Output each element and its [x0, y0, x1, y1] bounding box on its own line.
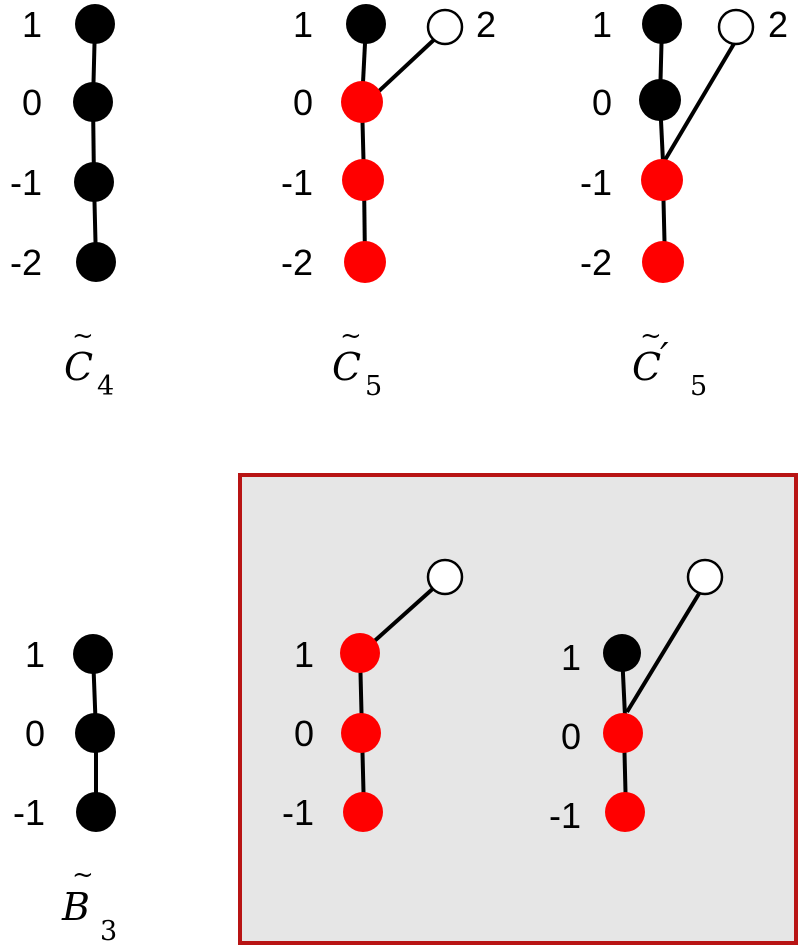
node-red [341, 713, 381, 753]
node-red [341, 81, 383, 123]
node-red [642, 241, 684, 283]
extra-level-label: 2 [476, 4, 496, 45]
node-black [76, 792, 116, 832]
level-label: 1 [561, 637, 581, 678]
level-label: 1 [294, 634, 314, 675]
caption-letter: C [332, 345, 361, 389]
level-label: -1 [281, 162, 313, 203]
level-label: 0 [592, 82, 612, 123]
node-black [73, 82, 113, 122]
node-white [426, 8, 464, 46]
node-black [76, 242, 116, 282]
caption-subscript: 5 [365, 371, 382, 402]
highlight-box [238, 473, 798, 945]
node-white [717, 8, 755, 46]
node-black [639, 79, 681, 121]
node-red [340, 633, 380, 673]
caption-subscript: 5 [690, 371, 707, 402]
node-black [73, 634, 113, 674]
level-label: 0 [22, 82, 42, 123]
diagram-b3: 1 0 -1 ~ B 3 [13, 634, 117, 947]
node-red [641, 159, 683, 201]
node-red [605, 792, 645, 832]
caption-letter: B [61, 885, 90, 929]
node-red [343, 792, 383, 832]
level-label: 0 [294, 713, 314, 754]
caption-subscript: 4 [97, 371, 114, 402]
caption-tilde: ~ [72, 321, 94, 351]
level-label: -1 [549, 795, 581, 836]
caption-tilde: ~ [72, 860, 94, 890]
caption-letter: C [64, 345, 93, 389]
level-label: -2 [10, 242, 42, 283]
caption-tilde: ~ [340, 321, 362, 351]
node-red [603, 713, 643, 753]
node-black [642, 4, 682, 44]
caption-prime: ′ [660, 335, 669, 379]
diagram-boxed-left: 1 0 -1 [282, 558, 464, 833]
level-label: -1 [13, 792, 45, 833]
caption-letter: C [632, 345, 661, 389]
level-label: -1 [10, 162, 42, 203]
level-label: -1 [282, 792, 314, 833]
diagram-c4: 1 0 -1 -2 ~ C 4 [10, 4, 116, 402]
extra-level-label: 2 [768, 4, 788, 45]
level-label: 0 [561, 716, 581, 757]
node-black [346, 4, 386, 44]
node-red [342, 159, 384, 201]
level-label: -2 [580, 242, 612, 283]
node-red [344, 241, 386, 283]
caption-tilde: ~ [640, 321, 662, 351]
level-label: 0 [25, 713, 45, 754]
diagram-c5: 1 0 -1 -2 2 ~ C 5 [281, 4, 496, 402]
level-label: 1 [25, 634, 45, 675]
node-white [426, 558, 464, 596]
level-label: 1 [22, 4, 42, 45]
node-black [75, 4, 115, 44]
node-black [74, 162, 114, 202]
diagram-c5-prime: 1 0 -1 -2 2 ~ C ′ 5 [580, 4, 788, 402]
diagram-boxed-right: 1 0 -1 [549, 558, 724, 836]
level-label: -2 [281, 242, 313, 283]
caption-subscript: 3 [100, 916, 117, 947]
node-white [686, 558, 724, 596]
level-label: 1 [293, 4, 313, 45]
node-black [603, 634, 641, 672]
level-label: 0 [293, 82, 313, 123]
node-black [75, 713, 115, 753]
level-label: -1 [580, 162, 612, 203]
level-label: 1 [592, 4, 612, 45]
